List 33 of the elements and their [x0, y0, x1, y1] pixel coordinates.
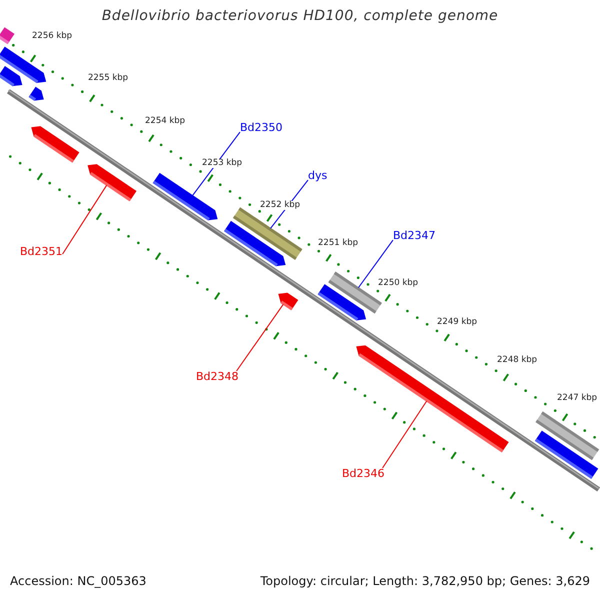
- gene-block: [0, 27, 15, 44]
- gene-block: [88, 164, 137, 202]
- scale-label: 2254 kbp: [145, 117, 186, 126]
- gene-block: [224, 220, 286, 266]
- gene-label: Bd2346: [342, 468, 385, 480]
- gene-block: [278, 292, 298, 310]
- gene-block: [31, 126, 80, 163]
- gene-block: [318, 284, 366, 321]
- gene-label: Bd2350: [240, 122, 283, 134]
- scale-label: 2255 kbp: [88, 74, 128, 84]
- scale-label: 2249 kbp: [437, 318, 478, 328]
- scale-label: 2252 kbp: [260, 201, 300, 210]
- gene-label: Bd2351: [20, 246, 63, 258]
- footer-text: Topology: circular; Length: 3,782,950 bp; Genes: 3,629: [260, 575, 590, 588]
- footer-text: Accession: NC_005363: [10, 575, 146, 588]
- scale-label: 2248 kbp: [497, 356, 538, 366]
- title: Bdellovibrio bacteriovorus HD100, complete genome: [100, 9, 500, 24]
- scale-label: 2253 kbp: [202, 159, 242, 168]
- gene-block: [28, 86, 44, 101]
- scale-label: 2251 kbp: [318, 239, 358, 248]
- gene-label: dys: [308, 170, 328, 182]
- gene-block: [152, 172, 218, 221]
- leader-line: [382, 400, 428, 468]
- gene-label: Bd2348: [196, 371, 239, 384]
- leader-line: [192, 132, 240, 196]
- scale-label: 2247 kbp: [557, 394, 598, 404]
- gene-block: [0, 66, 22, 86]
- scale-label: 2256 kbp: [32, 32, 72, 42]
- gene-label: Bd2347: [393, 230, 436, 242]
- leader-line: [62, 184, 108, 255]
- gene-block: [534, 430, 598, 479]
- leader-line: [236, 304, 284, 372]
- scale-label: 2250 kbp: [378, 279, 418, 288]
